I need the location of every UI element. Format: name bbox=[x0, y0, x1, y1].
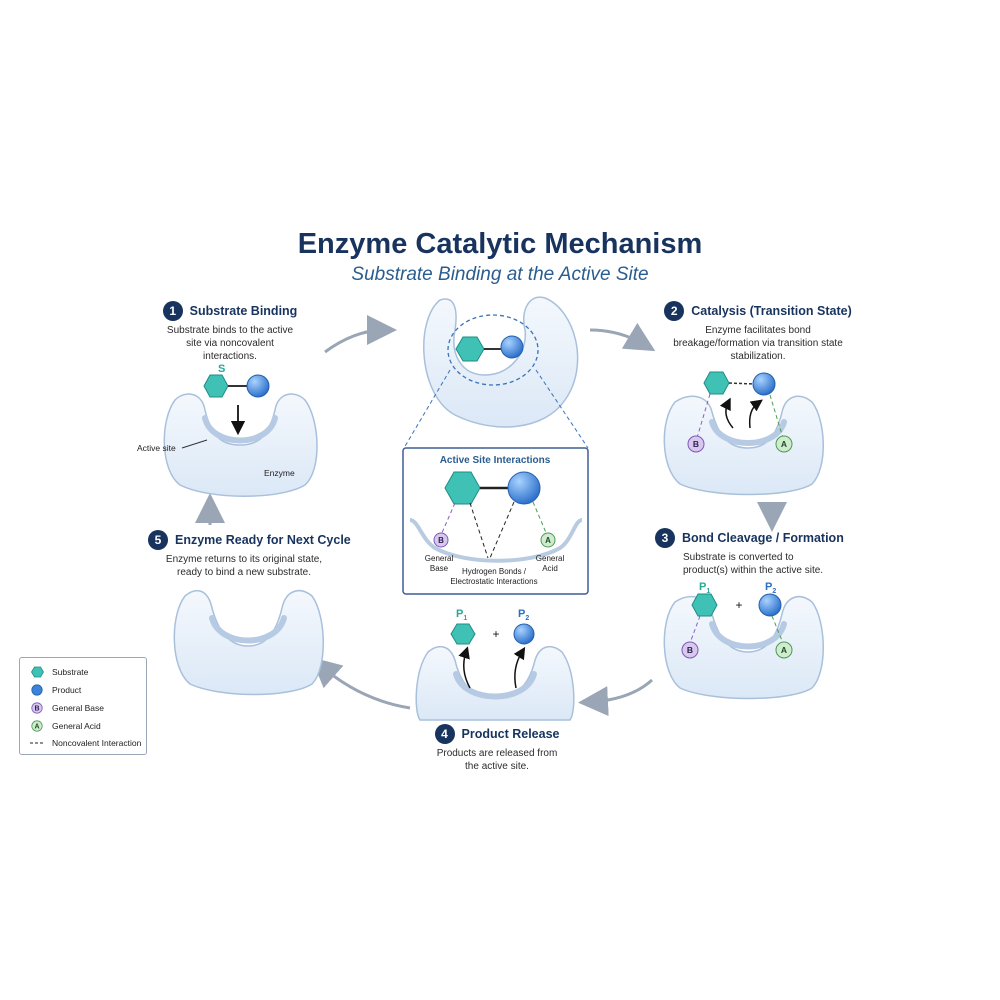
pr-product-1-hexagon bbox=[450, 623, 476, 645]
svg-text:B: B bbox=[438, 536, 444, 545]
bc-plus: + bbox=[735, 598, 742, 612]
general-acid-icon: A bbox=[30, 720, 44, 732]
inset-substrate-hexagon bbox=[444, 471, 481, 505]
ts-product-sphere bbox=[752, 372, 776, 396]
bc-product-2-sphere bbox=[758, 593, 782, 617]
product-sphere bbox=[246, 374, 270, 398]
enzyme-step-2 bbox=[663, 395, 824, 496]
step-1-description: Substrate binds to the active site via n… bbox=[166, 325, 294, 362]
pr-release-arrow-right bbox=[513, 646, 526, 689]
step-2-title: Catalysis (Transition State) bbox=[691, 304, 852, 318]
dashed-line-icon bbox=[30, 740, 44, 746]
legend-item-noncovalent: Noncovalent Interaction bbox=[30, 738, 141, 748]
cycle-arrow-4-to-5 bbox=[310, 657, 411, 710]
svg-text:A: A bbox=[34, 724, 39, 731]
svg-text:B: B bbox=[693, 439, 699, 449]
legend-item-general-base: B General Base bbox=[30, 702, 104, 714]
enzyme-step-3 bbox=[663, 595, 824, 700]
step-1-title: Substrate Binding bbox=[189, 304, 298, 318]
ts-curved-arrow-left bbox=[719, 397, 734, 429]
legend-item-general-acid: A General Acid bbox=[30, 720, 101, 732]
cycle-arrow-center-to-2 bbox=[589, 322, 656, 352]
pr-release-arrow-left bbox=[458, 646, 471, 689]
ts-general-base-icon bbox=[687, 435, 705, 453]
bc-p1-label: P1 bbox=[699, 581, 710, 595]
step-1-number: 1 bbox=[162, 301, 183, 321]
step-5-title: Enzyme Ready for Next Cycle bbox=[175, 533, 351, 547]
cycle-arrow-1-to-center bbox=[324, 315, 397, 354]
legend: Substrate Product B General Base A Gener… bbox=[19, 657, 147, 755]
ts-curved-arrow-right bbox=[748, 399, 763, 429]
sphere-icon bbox=[30, 684, 44, 696]
ts-substrate-hexagon bbox=[703, 371, 730, 395]
enzyme-label: Enzyme bbox=[264, 468, 295, 478]
bc-general-acid-icon bbox=[775, 641, 793, 659]
enzyme-step-4 bbox=[415, 645, 575, 721]
step-5-number: 5 bbox=[148, 530, 168, 550]
active-site-pointer bbox=[181, 439, 208, 449]
svg-text:B: B bbox=[34, 706, 39, 713]
pr-p2-label: P2 bbox=[518, 608, 529, 622]
step-5-description: Enzyme returns to its original state, re… bbox=[165, 554, 323, 578]
page-subtitle: Substrate Binding at the Active Site bbox=[351, 264, 649, 285]
substrate-label: S bbox=[218, 363, 225, 375]
step-3-number: 3 bbox=[655, 528, 675, 548]
svg-text:Electrostatic Interactions: Electrostatic Interactions bbox=[450, 577, 537, 586]
center-product-sphere bbox=[500, 335, 524, 359]
step-2-number: 2 bbox=[664, 301, 685, 321]
svg-text:A: A bbox=[781, 439, 787, 449]
svg-text:A: A bbox=[781, 645, 787, 655]
bc-general-base-icon bbox=[681, 641, 699, 659]
step-4-description: Products are released from the active si… bbox=[436, 748, 558, 772]
svg-text:Acid: Acid bbox=[542, 564, 558, 573]
step-2-description: Enzyme facilitates bond breakage/formati… bbox=[673, 325, 843, 362]
step-5-caption: 5 Enzyme Ready for Next Cycle Enzyme retu… bbox=[148, 530, 351, 579]
substrate-hexagon bbox=[203, 374, 229, 398]
inset-product-sphere bbox=[507, 471, 541, 505]
general-base-icon: B bbox=[30, 702, 44, 714]
svg-text:A: A bbox=[545, 536, 551, 545]
bc-p2-label: P2 bbox=[765, 581, 776, 595]
step-3-caption: 3 Bond Cleavage / Formation Substrate is … bbox=[655, 528, 855, 577]
page-title: Enzyme Catalytic Mechanism bbox=[297, 228, 703, 260]
inset-general-base-icon bbox=[433, 532, 449, 548]
step-4-number: 4 bbox=[434, 724, 455, 744]
step-3-description: Substrate is converted to product(s) wit… bbox=[683, 552, 824, 576]
pr-plus: + bbox=[492, 627, 499, 641]
step-1-caption: 1 Substrate Binding Substrate binds to th… bbox=[120, 301, 340, 363]
center-substrate-hexagon bbox=[455, 336, 485, 362]
svg-text:Hydrogen Bonds /: Hydrogen Bonds / bbox=[462, 567, 527, 576]
zoom-line-right bbox=[535, 369, 589, 449]
pr-product-2-sphere bbox=[513, 623, 535, 645]
legend-item-product: Product bbox=[30, 684, 81, 696]
ts-general-acid-icon bbox=[775, 435, 793, 453]
enzyme-step-1 bbox=[163, 393, 318, 497]
step-4-caption: 4 Product Release Products are released f… bbox=[387, 724, 607, 773]
step-2-caption: 2 Catalysis (Transition State) Enzyme fac… bbox=[643, 301, 873, 363]
active-site-highlight bbox=[447, 314, 539, 386]
svg-text:Active Site Interactions: Active Site Interactions bbox=[440, 455, 551, 466]
hexagon-icon bbox=[30, 666, 44, 678]
inset-general-acid-icon bbox=[540, 532, 556, 548]
zoom-line-left bbox=[403, 369, 451, 449]
ts-stretched-bond bbox=[728, 382, 755, 385]
step-3-title: Bond Cleavage / Formation bbox=[682, 531, 844, 545]
pr-p1-label: P1 bbox=[456, 608, 467, 622]
active-site-inset: Active Site Interactions B A General Bas… bbox=[402, 447, 589, 595]
svg-text:General: General bbox=[425, 554, 454, 563]
svg-text:Base: Base bbox=[430, 564, 449, 573]
cycle-arrow-3-to-4 bbox=[578, 678, 654, 717]
active-site-label: Active site bbox=[137, 443, 176, 453]
legend-item-substrate: Substrate bbox=[30, 666, 88, 678]
bc-product-1-hexagon bbox=[691, 593, 718, 617]
enzyme-center bbox=[423, 296, 579, 428]
svg-text:General: General bbox=[536, 554, 565, 563]
step-4-title: Product Release bbox=[461, 727, 560, 741]
svg-text:B: B bbox=[687, 645, 693, 655]
enzyme-step-5 bbox=[173, 589, 324, 696]
